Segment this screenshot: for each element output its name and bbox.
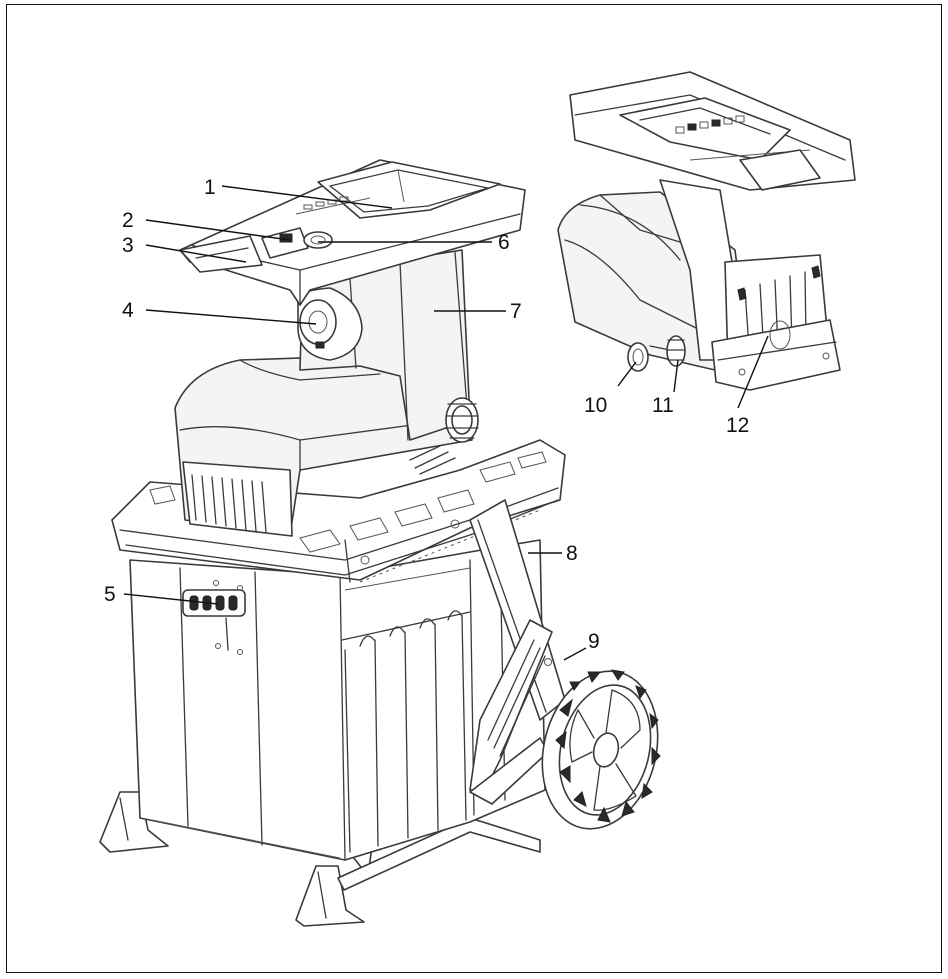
leader-3 <box>145 244 247 263</box>
leader-10 <box>617 361 637 387</box>
leader-12 <box>737 335 769 409</box>
safety-switch <box>297 287 363 361</box>
transport-wheel <box>541 669 661 830</box>
detail-hopper-top <box>569 71 856 191</box>
leader-2 <box>145 219 291 241</box>
figure-frame <box>6 4 942 973</box>
leader-9 <box>563 647 587 661</box>
callout-9: 9 <box>588 630 600 653</box>
leader-5 <box>123 593 219 605</box>
callout-2: 2 <box>122 209 134 232</box>
carry-frame <box>469 499 566 805</box>
leader-4 <box>145 309 317 325</box>
callout-leaders <box>123 185 769 661</box>
detail-cap <box>627 342 649 372</box>
callout-7: 7 <box>510 300 522 323</box>
discharge-chute <box>711 254 841 391</box>
detail-adjust-knob <box>649 335 686 367</box>
detail-view <box>557 71 856 391</box>
leader-11 <box>673 359 679 393</box>
callout-1: 1 <box>204 176 216 199</box>
callout-5: 5 <box>104 583 116 606</box>
callout-labels: 1 2 3 4 5 6 7 8 9 10 11 12 <box>104 176 749 653</box>
main-shredder <box>99 159 661 927</box>
housing-knob <box>445 397 479 443</box>
callout-11: 11 <box>652 394 674 417</box>
callout-12: 12 <box>726 414 749 437</box>
leader-1 <box>221 185 393 209</box>
callout-8: 8 <box>566 542 578 565</box>
motor-housing <box>174 355 473 537</box>
hopper-top <box>179 159 526 306</box>
callout-10: 10 <box>584 394 607 417</box>
callout-4: 4 <box>122 299 134 322</box>
callout-6: 6 <box>498 231 510 254</box>
collection-bin <box>129 539 546 861</box>
callout-3: 3 <box>122 234 134 257</box>
